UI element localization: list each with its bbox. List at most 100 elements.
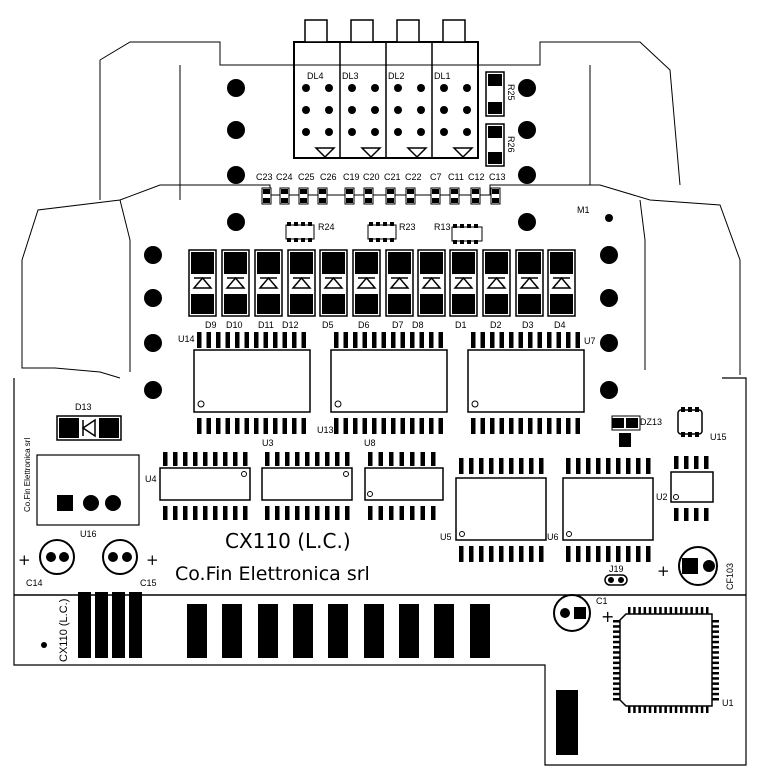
chip-pin <box>389 452 394 466</box>
chip-pin <box>480 418 485 434</box>
chip-pin <box>566 418 571 434</box>
chip-pin <box>596 546 601 562</box>
capacitor-label: C13 <box>489 172 506 182</box>
diode-cell <box>449 249 478 317</box>
side-model-text: CX110 (L.C.) <box>58 599 70 662</box>
chip-pin <box>193 506 198 520</box>
capacitor-label-cf103: CF103 <box>725 563 735 590</box>
chip-pin <box>613 656 620 659</box>
chip-pin <box>459 546 464 562</box>
chip-pin <box>654 706 657 713</box>
chip-pin <box>203 506 208 520</box>
chip-u5: U5 <box>440 458 547 562</box>
chip-pin <box>400 332 405 348</box>
chip-u14: U14 <box>178 332 311 434</box>
plus-symbol: + <box>657 562 670 580</box>
capacitor-label: C24 <box>276 172 293 182</box>
board-title: CX110 (L.C.) <box>225 529 351 553</box>
chip-pin <box>183 452 188 466</box>
resistor-label-r23: R23 <box>399 222 416 232</box>
diode-cell <box>417 249 446 317</box>
chip-pin <box>389 506 394 520</box>
chip-pin <box>223 506 228 520</box>
capacitor-c14: + C14 <box>18 539 75 588</box>
chip-pin <box>480 332 485 348</box>
jumper-j19: J19 <box>604 564 628 586</box>
chip-pin <box>680 607 683 614</box>
chip-pin <box>636 546 641 562</box>
chip-pin <box>233 452 238 466</box>
chip-pin <box>368 506 373 520</box>
chip-pin <box>399 506 404 520</box>
capacitor-row: C23 C24 C25 C26 C19 C20 C21 C22 C7 C11 C… <box>256 172 506 205</box>
chip-pin <box>410 332 415 348</box>
chip-pin <box>519 458 524 474</box>
chip-pin <box>712 640 719 644</box>
chip-pin <box>499 418 504 434</box>
chip-pin <box>556 418 561 434</box>
chip-u3: U3 <box>261 438 353 520</box>
chip-pin <box>459 458 464 474</box>
chip-pin <box>431 452 436 466</box>
diode-cell <box>287 249 316 317</box>
diode-label: D11 <box>258 320 274 330</box>
chip-u7: U7 <box>467 332 596 434</box>
capacitor-label: C20 <box>363 172 380 182</box>
chip-pin <box>519 546 524 562</box>
diode-cell <box>385 249 414 317</box>
chip-pin <box>372 418 377 434</box>
chip-pin <box>700 706 704 713</box>
chip-pin <box>489 546 494 562</box>
chip-pin <box>301 332 306 348</box>
chip-pin <box>471 332 476 348</box>
resistor-network-r23: R23 <box>367 222 416 242</box>
chip-pin <box>345 452 350 466</box>
chip-pin <box>643 706 647 713</box>
chip-pin <box>685 607 688 614</box>
chip-pin <box>712 646 719 649</box>
chip-pin <box>613 625 620 628</box>
board-maker: Co.Fin Elettronica srl <box>175 563 370 585</box>
capacitor-label: C21 <box>384 172 401 182</box>
chip-pin <box>419 418 424 434</box>
capacitor-label-c14: C14 <box>26 578 43 588</box>
chip-pin <box>429 332 434 348</box>
capacitor-c1: + C1 <box>553 594 614 632</box>
chip-pin <box>596 458 601 474</box>
chip-pin <box>613 640 620 644</box>
resistor-r26: R26 <box>485 123 516 167</box>
chip-pin <box>566 546 571 562</box>
chip-pin <box>499 458 504 474</box>
diode-label: D12 <box>282 320 299 330</box>
chip-pin <box>419 332 424 348</box>
chip-pin <box>586 458 591 474</box>
chip-pin <box>613 630 620 633</box>
chip-pin <box>285 452 290 466</box>
chip-pin <box>706 607 709 614</box>
chip-pin <box>243 506 248 520</box>
capacitor-label: C12 <box>468 172 485 182</box>
chip-label-u15: U15 <box>710 432 727 442</box>
chip-pin <box>216 418 221 434</box>
chip-pin <box>254 332 259 348</box>
chip-pin <box>173 506 178 520</box>
plus-symbol: + <box>18 551 31 569</box>
chip-pin <box>263 332 268 348</box>
chip-pin <box>613 620 620 623</box>
chip-pin <box>613 646 620 649</box>
chip-pin <box>633 706 636 713</box>
chip-pin <box>626 458 631 474</box>
diode-cell <box>254 249 283 317</box>
chip-pin <box>343 332 348 348</box>
capacitor-label-c15: C15 <box>140 578 157 588</box>
chip-pin <box>712 698 719 701</box>
chip-u1: U1 <box>613 607 734 713</box>
chip-pin <box>285 506 290 520</box>
chip-pin <box>613 682 620 685</box>
resistor-label-r13: R13 <box>434 222 451 232</box>
diode-label: D3 <box>522 320 534 330</box>
chip-pin <box>509 458 514 474</box>
chip-pin <box>163 506 168 520</box>
resistor-label-r26: R26 <box>506 136 516 153</box>
chip-pin <box>712 651 719 654</box>
